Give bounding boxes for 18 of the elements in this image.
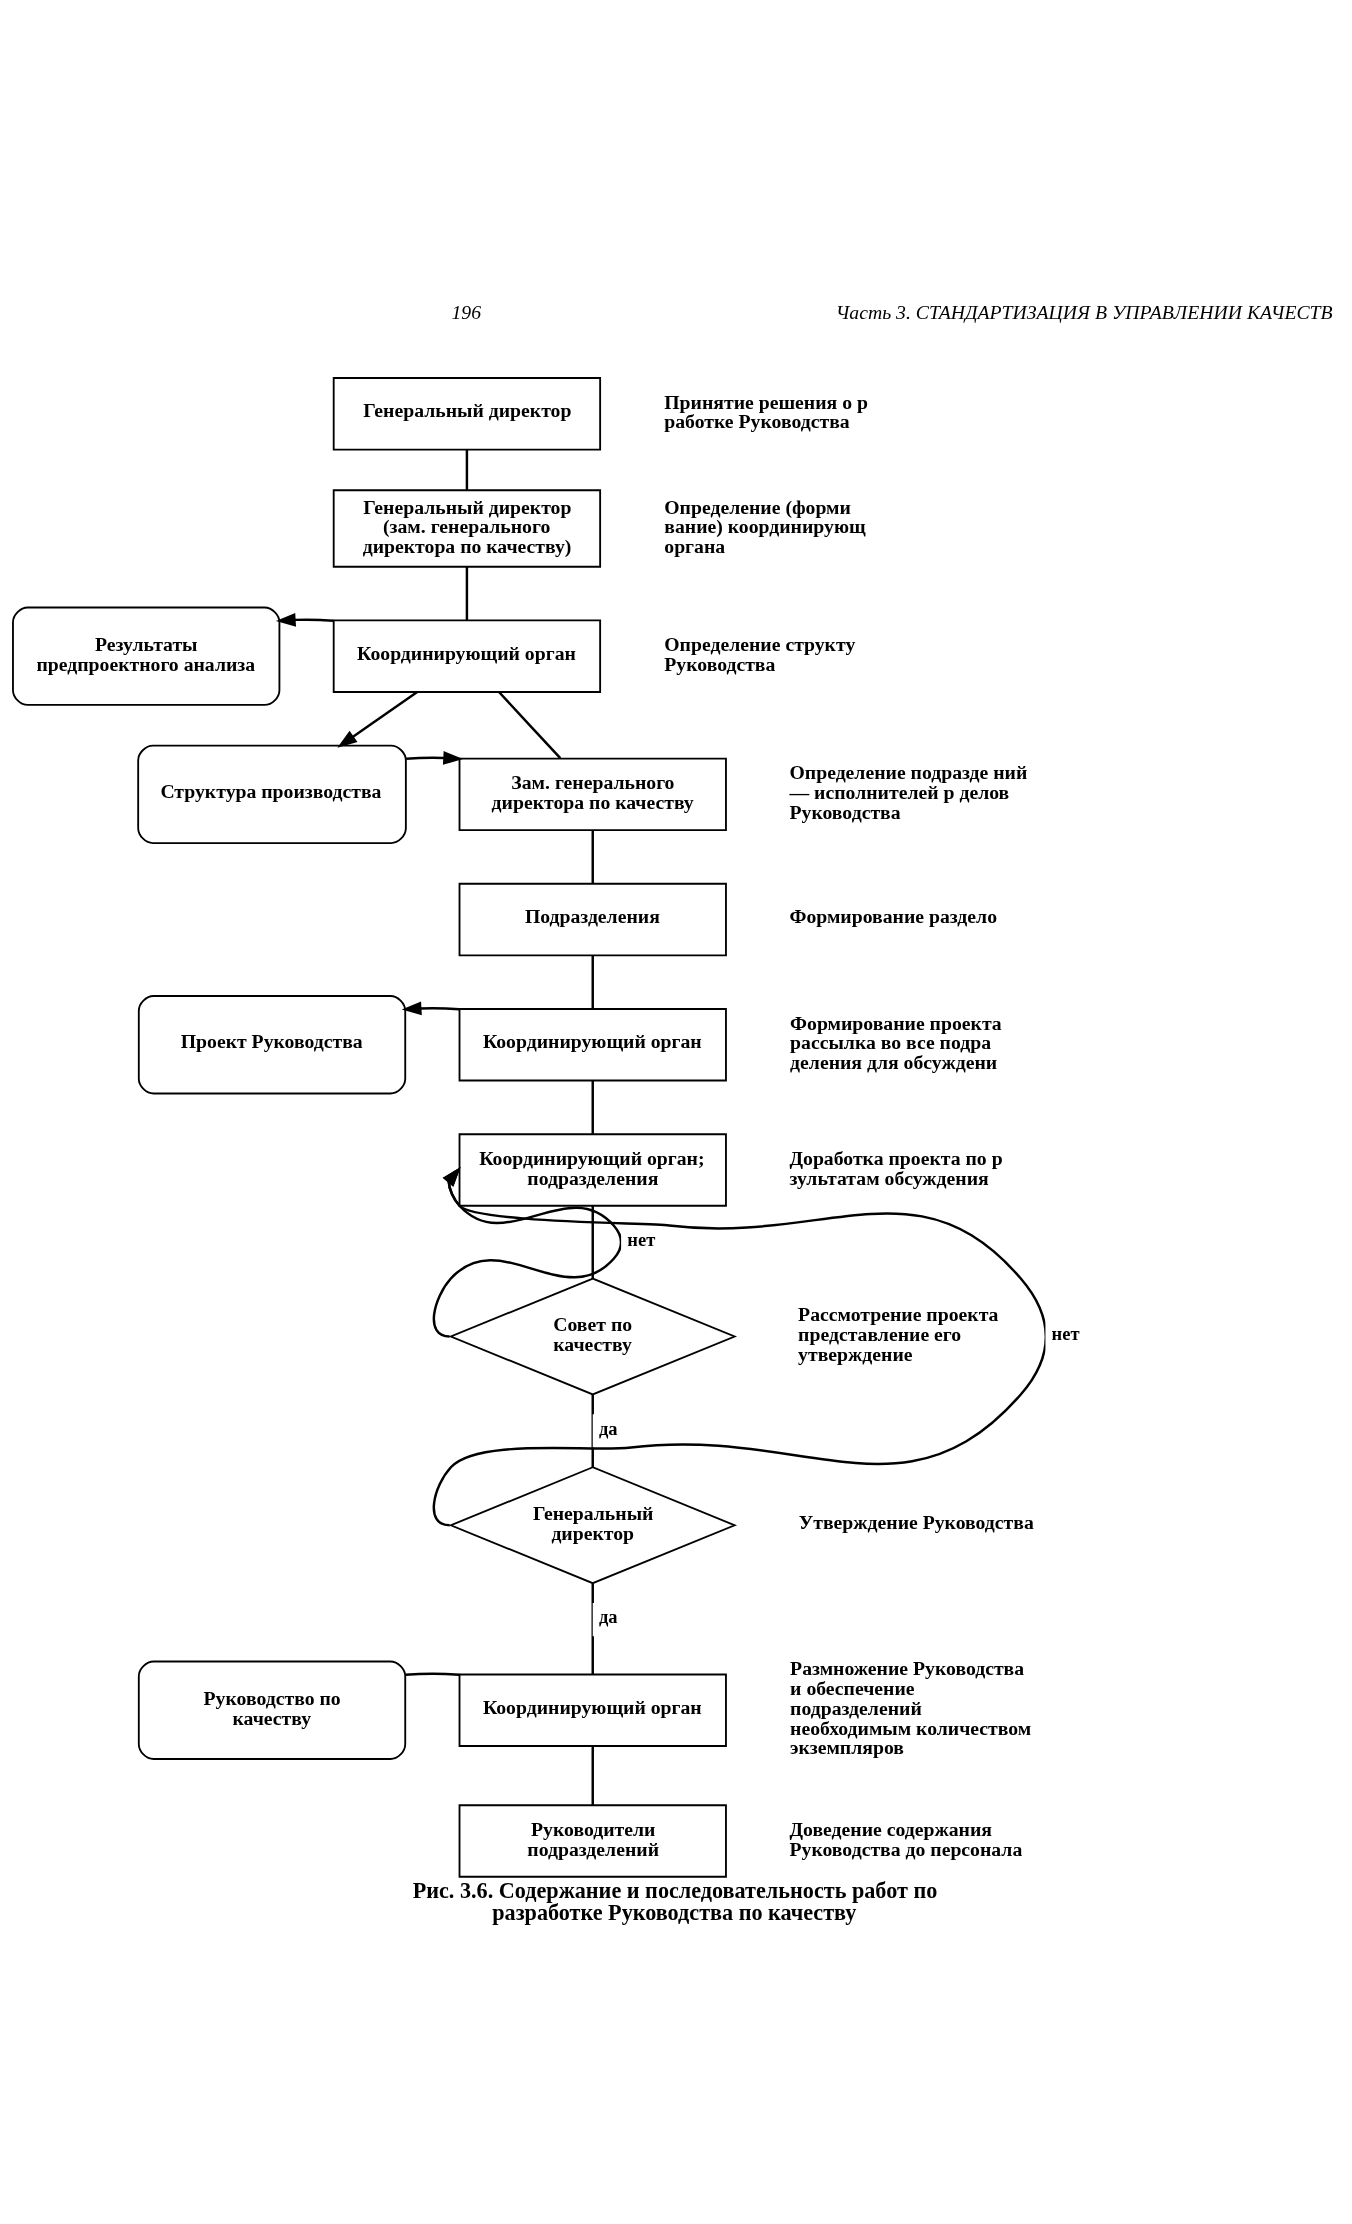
caption: Рис. 3.6. Содержание и последовательность работ по разработке Руководства по качеству xyxy=(412,1878,938,1926)
label: 196 xyxy=(451,300,482,323)
edge-label: да xyxy=(598,1607,618,1628)
node-label: Формирование раздело xyxy=(789,905,998,928)
node-label: Определение подразде ний — исполнителей р делов Руководства xyxy=(789,761,1028,823)
node-label: Размножение Руководства и обеспечение подразделений необходимым количеством экземпляров xyxy=(790,1657,1032,1759)
node-label: Доведение содержания Руководства до персонала xyxy=(789,1817,1023,1860)
edge-label: нет xyxy=(1051,1324,1080,1345)
edge-label: нет xyxy=(627,1229,656,1250)
node-label: Утверждение Руководства xyxy=(798,1510,1034,1533)
node-label: Рассмотрение проекта представление его утверждение xyxy=(798,1303,999,1365)
node-label: Доработка проекта по р зультатам обсуждения xyxy=(789,1146,1003,1189)
node-label: Принятие решения о р работке Руководства xyxy=(664,390,868,433)
node-label: Формирование проекта рассылка во все подра деления для обсуждени xyxy=(790,1011,1002,1074)
edge-label: да xyxy=(598,1418,618,1439)
node-label: Определение структу Руководства xyxy=(664,633,856,675)
node-label: Определение (форми вание) координирующ органа xyxy=(664,495,866,557)
label: Часть 3. СТАНДАРТИЗАЦИЯ В УПРАВЛЕНИИ КАЧЕСТВ xyxy=(835,300,1333,323)
